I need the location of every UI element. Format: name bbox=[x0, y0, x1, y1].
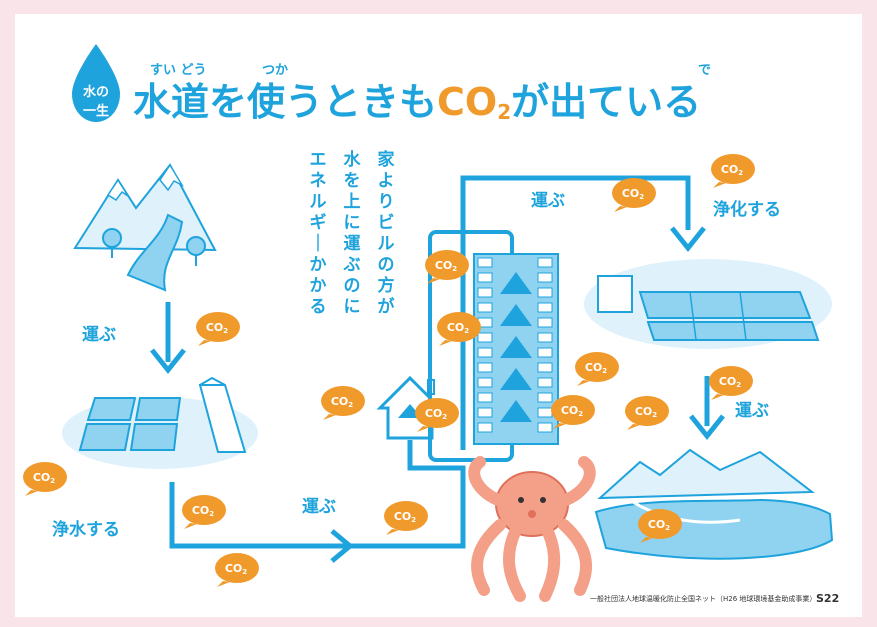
purification-plant-left bbox=[62, 376, 258, 469]
co2-label: CO2 bbox=[447, 321, 469, 335]
co2-bubble: CO2 bbox=[415, 398, 459, 432]
co2-bubble: CO2 bbox=[425, 250, 469, 284]
vertical-note-char: 家 bbox=[378, 149, 395, 170]
title-co: CO bbox=[437, 80, 497, 124]
vertical-note-char: 水 bbox=[344, 149, 362, 170]
building-illustration bbox=[428, 230, 559, 462]
co2-bubble: CO2 bbox=[215, 553, 259, 587]
ruby-de: で bbox=[698, 63, 711, 78]
co2-label: CO2 bbox=[435, 259, 457, 273]
co2-bubble: CO2 bbox=[23, 462, 67, 496]
page-title: 水道を使うときもCO2が出ている bbox=[133, 80, 701, 124]
octopus-mascot bbox=[468, 456, 596, 602]
label-carry-top: 運ぶ bbox=[531, 191, 565, 211]
co2-label: CO2 bbox=[394, 510, 416, 524]
mountains-illustration bbox=[73, 163, 217, 292]
page-number: S22 bbox=[816, 592, 839, 605]
co2-bubble: CO2 bbox=[196, 312, 240, 346]
footer-credit: 一般社団法人地球温暖化防止全国ネット（H26 地球環境基金助成事業） bbox=[590, 594, 816, 603]
title-sub: 2 bbox=[497, 100, 511, 124]
co2-label: CO2 bbox=[622, 187, 644, 201]
co2-label: CO2 bbox=[425, 407, 447, 421]
co2-bubble: CO2 bbox=[551, 395, 595, 429]
vertical-note-char: が bbox=[378, 296, 395, 317]
vertical-note-char: の bbox=[344, 276, 361, 296]
arrowhead-right bbox=[689, 414, 725, 441]
sewage-plant-right bbox=[584, 259, 832, 349]
ruby-suidou: すい どう bbox=[150, 63, 207, 78]
co2-label: CO2 bbox=[561, 404, 583, 418]
vertical-note-char: ル bbox=[310, 192, 327, 212]
vertical-note-char: ぶ bbox=[343, 255, 361, 275]
badge-line1: 水の bbox=[83, 84, 109, 100]
vertical-note-char: に bbox=[344, 297, 361, 317]
vertical-note-char: か bbox=[310, 255, 327, 275]
water-drop-badge: 水の 一生 bbox=[72, 44, 120, 122]
vertical-note-char: を bbox=[344, 171, 361, 191]
co2-label: CO2 bbox=[719, 375, 741, 389]
co2-label: CO2 bbox=[721, 163, 743, 177]
vertical-note-char: ギ bbox=[310, 213, 327, 233]
arrowhead-top bbox=[670, 226, 706, 253]
co2-bubble: CO2 bbox=[709, 366, 753, 400]
label-carry-bottom: 運ぶ bbox=[302, 497, 336, 517]
vertical-note-char: の bbox=[378, 255, 395, 275]
pipe-plant-to-house bbox=[169, 482, 348, 549]
title-part2: が出ている bbox=[511, 80, 701, 124]
ruby-tsuka: つか bbox=[262, 63, 288, 78]
vertical-note-char: 上 bbox=[344, 192, 361, 212]
label-purify-left: 浄水する bbox=[52, 519, 120, 540]
co2-bubble: CO2 bbox=[321, 386, 365, 420]
co2-bubble: CO2 bbox=[711, 154, 755, 188]
vertical-note-char: 運 bbox=[344, 234, 361, 254]
co2-bubble: CO2 bbox=[625, 396, 669, 430]
co2-label: CO2 bbox=[331, 395, 353, 409]
co2-bubble: CO2 bbox=[638, 509, 682, 543]
label-carry-right: 運ぶ bbox=[735, 401, 769, 421]
co2-label: CO2 bbox=[192, 504, 214, 518]
vertical-note-char: ビ bbox=[378, 213, 395, 233]
co2-label: CO2 bbox=[635, 405, 657, 419]
vertical-note-char: よ bbox=[378, 171, 395, 191]
co2-bubble: CO2 bbox=[575, 352, 619, 386]
co2-label: CO2 bbox=[206, 321, 228, 335]
co2-label: CO2 bbox=[585, 361, 607, 375]
vertical-note-char: ネ bbox=[310, 171, 327, 191]
vertical-note-char: に bbox=[344, 213, 361, 233]
co2-bubble: CO2 bbox=[437, 312, 481, 346]
title-group: すい どう つか で 水道を使うときもCO2が出ている bbox=[133, 63, 711, 124]
vertical-note-char: ｜ bbox=[310, 233, 327, 254]
co2-bubble: CO2 bbox=[384, 501, 428, 535]
arrowhead-left bbox=[150, 348, 186, 375]
pipe-to-building bbox=[348, 472, 466, 549]
co2-bubble: CO2 bbox=[182, 495, 226, 529]
vertical-note-char: 方 bbox=[378, 275, 395, 296]
co2-label: CO2 bbox=[648, 518, 670, 532]
label-carry-left: 運ぶ bbox=[82, 325, 116, 345]
label-purify-right: 浄化する bbox=[713, 199, 781, 220]
co2-bubble: CO2 bbox=[612, 178, 656, 212]
vertical-note-char: エ bbox=[310, 150, 327, 170]
badge-line2: 一生 bbox=[83, 103, 109, 119]
pipe-house-building-loop bbox=[407, 440, 466, 472]
vertical-note-char: ル bbox=[378, 234, 395, 254]
co2-label: CO2 bbox=[33, 471, 55, 485]
co2-label: CO2 bbox=[225, 562, 247, 576]
vertical-note-char: り bbox=[378, 192, 395, 212]
vertical-note-char: か bbox=[310, 276, 327, 296]
vertical-note-char: る bbox=[310, 297, 327, 317]
title-part1: 水道を使うときも bbox=[133, 80, 437, 124]
